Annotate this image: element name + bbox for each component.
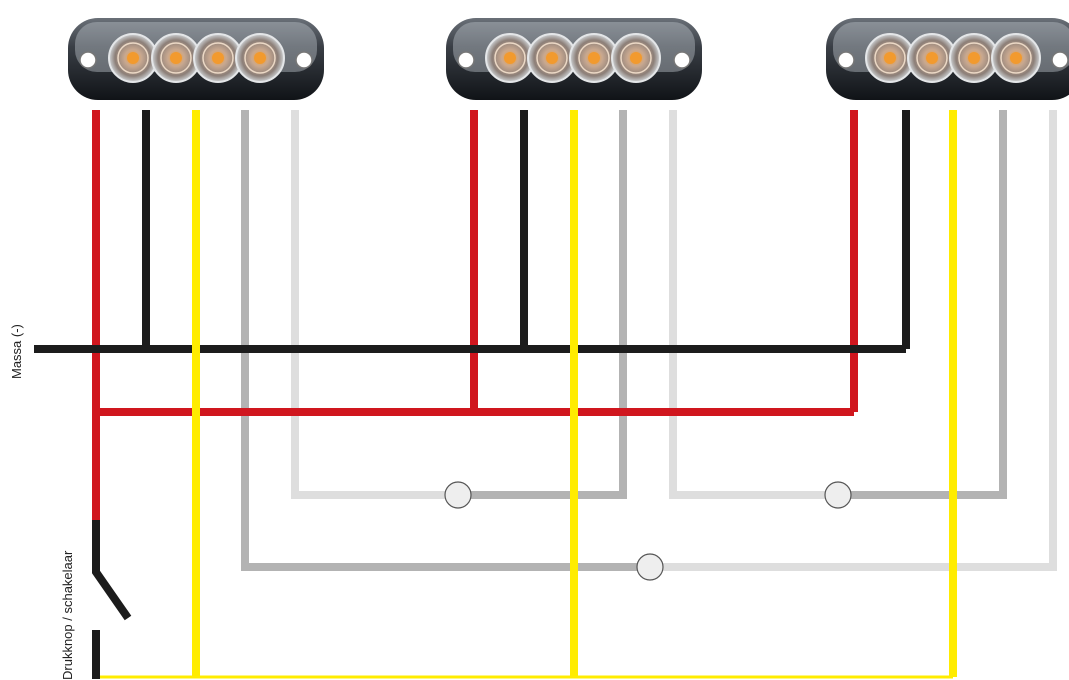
wire-gray-1	[241, 110, 650, 571]
led-light-2	[446, 18, 702, 100]
wire-connector-1	[444, 481, 472, 509]
wire-connector-2	[824, 481, 852, 509]
led-light-1	[68, 18, 324, 100]
push-button-switch	[92, 520, 132, 679]
wire-lightgray-1	[291, 110, 458, 499]
switch-label: Drukknop / schakelaar	[60, 550, 75, 680]
wire-gray-2	[458, 110, 627, 499]
ground-label: Massa (-)	[9, 324, 24, 379]
wire-lightgray-3	[650, 110, 1057, 571]
led-light-3	[826, 18, 1069, 100]
wire-gray-3	[838, 110, 1007, 499]
wire-lightgray-2	[669, 110, 838, 499]
wire-connector-3	[636, 553, 664, 581]
